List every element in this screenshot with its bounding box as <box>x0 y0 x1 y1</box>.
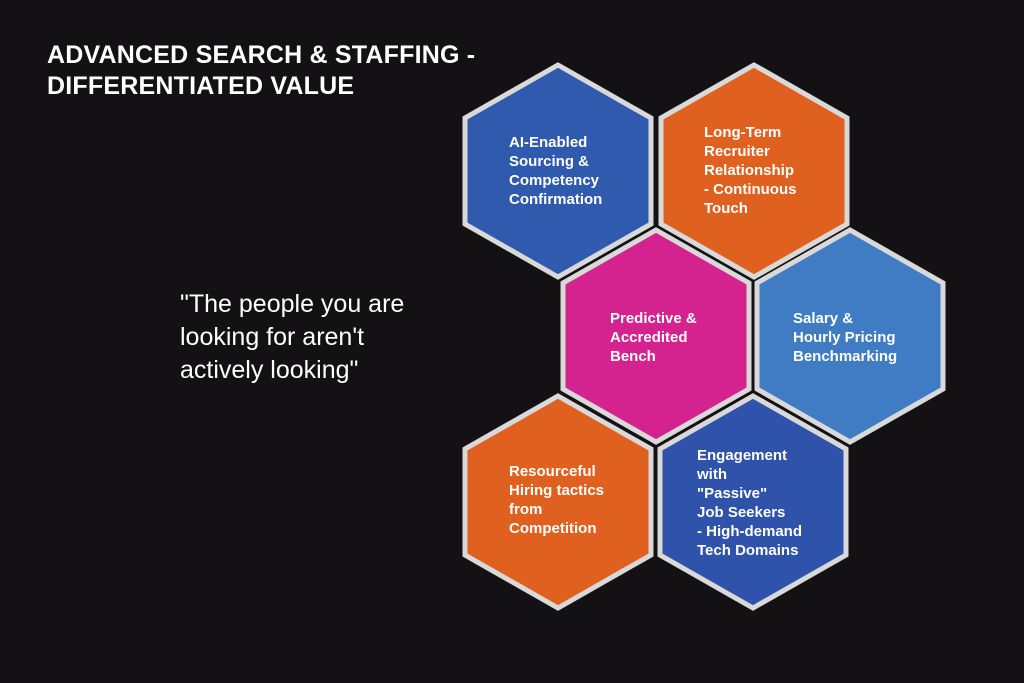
hexagon-label-line: Accredited <box>610 329 688 346</box>
hexagon-label-line: with <box>696 466 727 483</box>
hexagon-label-line: - Continuous <box>704 181 796 198</box>
quote-line-2: looking for aren't <box>180 323 365 351</box>
hexagon-label-line: Relationship <box>704 162 794 179</box>
quote-text: "The people you are looking for aren't a… <box>180 288 404 387</box>
hexagon-label-line: Salary & <box>793 310 853 327</box>
hexagon-shape <box>560 227 752 445</box>
hexagon-label-line: "Passive" <box>697 485 767 502</box>
title-line-1: ADVANCED SEARCH & STAFFING - <box>47 41 476 69</box>
hexagon-label-line: from <box>509 501 542 518</box>
hexagon-label: Engagement with "Passive" Job Seekers - High… <box>696 447 802 559</box>
hexagon-6: Engagement with "Passive" Job Seekers - High… <box>657 393 849 611</box>
hexagon-shape <box>754 227 946 445</box>
hexagon-label-line: Sourcing & <box>509 153 589 170</box>
hexagon-label-line: Bench <box>610 348 656 365</box>
hexagon-label-line: Tech Domains <box>697 542 798 559</box>
hexagon-label-line: - High-demand <box>697 523 802 540</box>
hexagon-label-line: Benchmarking <box>793 348 897 365</box>
hexagon-label-line: Confirmation <box>509 191 602 208</box>
hexagon-label-line: Long-Term <box>704 124 781 141</box>
hexagon-label-line: Competency <box>509 172 600 189</box>
title-line-2: DIFFERENTIATED VALUE <box>47 72 355 100</box>
hexagon-label-line: Resourceful <box>509 463 596 480</box>
hexagon-shape <box>658 62 850 280</box>
hexagon-label-line: Predictive & <box>610 310 697 327</box>
quote-line-1: "The people you are <box>180 290 405 318</box>
quote-line-3: actively looking" <box>180 356 359 384</box>
hexagon-label-line: Engagement <box>697 447 787 464</box>
hexagon-label-line: Recruiter <box>704 143 770 160</box>
hexagon-label-line: Hourly Pricing <box>793 329 896 346</box>
hexagon-shape <box>462 393 654 611</box>
hexagon-label-line: Competition <box>509 520 597 537</box>
slide-title: ADVANCED SEARCH & STAFFING - DIFFERENTIA… <box>47 40 475 102</box>
hexagon-label-line: Hiring tactics <box>509 482 604 499</box>
hexagon-shape <box>462 62 654 280</box>
hexagon-label-line: Job Seekers <box>697 504 785 521</box>
hexagon-label-line: AI-Enabled <box>509 134 587 151</box>
hexagon-shape <box>657 393 849 611</box>
hexagon-label-line: Touch <box>704 200 748 217</box>
